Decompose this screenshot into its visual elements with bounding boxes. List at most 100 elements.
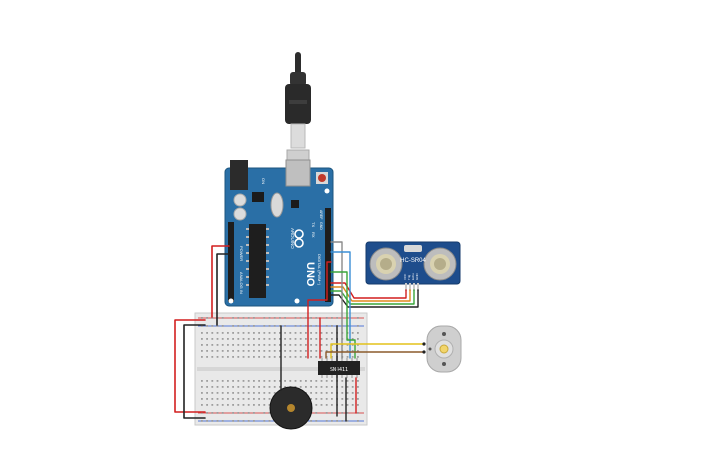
breadboard-hole[interactable] <box>211 325 214 327</box>
breadboard-hole[interactable] <box>242 380 245 382</box>
breadboard-hole[interactable] <box>221 344 224 346</box>
breadboard-hole[interactable] <box>242 356 245 358</box>
breadboard-hole[interactable] <box>331 325 333 327</box>
breadboard-hole[interactable] <box>232 344 234 346</box>
breadboard-hole[interactable] <box>279 380 281 382</box>
breadboard-hole[interactable] <box>341 380 344 382</box>
breadboard-hole[interactable] <box>357 332 359 334</box>
breadboard-hole[interactable] <box>253 412 255 414</box>
breadboard-hole[interactable] <box>273 380 276 382</box>
breadboard-hole[interactable] <box>294 350 297 352</box>
breadboard-hole[interactable] <box>206 332 208 334</box>
breadboard-hole[interactable] <box>289 350 292 352</box>
breadboard-hole[interactable] <box>237 344 240 346</box>
breadboard-hole[interactable] <box>206 338 208 340</box>
breadboard-hole[interactable] <box>325 420 328 422</box>
breadboard-hole[interactable] <box>357 404 359 406</box>
breadboard-hole[interactable] <box>221 356 224 358</box>
breadboard-hole[interactable] <box>320 338 323 340</box>
breadboard-hole[interactable] <box>273 332 276 334</box>
wire-green-driver[interactable] <box>330 271 356 359</box>
breadboard-hole[interactable] <box>232 380 234 382</box>
breadboard-hole[interactable] <box>320 344 323 346</box>
breadboard-hole[interactable] <box>247 380 250 382</box>
breadboard-hole[interactable] <box>351 356 354 358</box>
breadboard-hole[interactable] <box>325 338 328 340</box>
breadboard-hole[interactable] <box>221 350 224 352</box>
breadboard-hole[interactable] <box>247 398 250 400</box>
breadboard-hole[interactable] <box>320 398 323 400</box>
breadboard-hole[interactable] <box>320 380 323 382</box>
breadboard-hole[interactable] <box>299 386 302 388</box>
breadboard-hole[interactable] <box>310 332 312 334</box>
breadboard-hole[interactable] <box>325 332 328 334</box>
breadboard-hole[interactable] <box>221 380 224 382</box>
breadboard-hole[interactable] <box>221 392 224 394</box>
breadboard-hole[interactable] <box>294 380 297 382</box>
breadboard-hole[interactable] <box>227 344 229 346</box>
breadboard-hole[interactable] <box>211 412 214 414</box>
breadboard-hole[interactable] <box>289 380 292 382</box>
breadboard-hole[interactable] <box>351 392 354 394</box>
breadboard-hole[interactable] <box>279 356 281 358</box>
breadboard-hole[interactable] <box>216 404 219 406</box>
breadboard-hole[interactable] <box>201 338 203 340</box>
breadboard-hole[interactable] <box>211 420 214 422</box>
breadboard-hole[interactable] <box>227 356 229 358</box>
breadboard-hole[interactable] <box>357 420 359 422</box>
breadboard-hole[interactable] <box>211 332 214 334</box>
breadboard-hole[interactable] <box>216 398 219 400</box>
ultrasonic-sensor[interactable]: HC-SR04 VCC Trig Echo GND <box>365 241 461 291</box>
breadboard-hole[interactable] <box>237 350 240 352</box>
breadboard-hole[interactable] <box>258 380 260 382</box>
breadboard-hole[interactable] <box>346 412 349 414</box>
breadboard-hole[interactable] <box>315 420 318 422</box>
breadboard-hole[interactable] <box>294 356 297 358</box>
breadboard-hole[interactable] <box>284 356 286 358</box>
breadboard-hole[interactable] <box>279 325 281 327</box>
wire-red-rail-link[interactable] <box>174 319 206 413</box>
breadboard-hole[interactable] <box>216 420 219 422</box>
breadboard-hole[interactable] <box>284 317 286 319</box>
breadboard-hole[interactable] <box>351 332 354 334</box>
breadboard-hole[interactable] <box>247 412 250 414</box>
breadboard-hole[interactable] <box>232 420 234 422</box>
breadboard-hole[interactable] <box>258 338 260 340</box>
breadboard-hole[interactable] <box>263 350 266 352</box>
wire-black-sensor-gnd[interactable] <box>330 289 419 308</box>
breadboard-hole[interactable] <box>247 404 250 406</box>
breadboard-hole[interactable] <box>331 398 333 400</box>
breadboard-hole[interactable] <box>206 325 208 327</box>
breadboard-hole[interactable] <box>227 404 229 406</box>
breadboard-hole[interactable] <box>221 420 224 422</box>
breadboard-hole[interactable] <box>258 332 260 334</box>
breadboard-hole[interactable] <box>221 398 224 400</box>
breadboard-hole[interactable] <box>201 356 203 358</box>
motor-driver-chip[interactable]: SN4411 <box>318 358 360 378</box>
breadboard-hole[interactable] <box>227 380 229 382</box>
breadboard-hole[interactable] <box>357 386 359 388</box>
breadboard-hole[interactable] <box>216 332 219 334</box>
breadboard-hole[interactable] <box>216 386 219 388</box>
breadboard-hole[interactable] <box>284 325 286 327</box>
breadboard-hole[interactable] <box>237 325 240 327</box>
breadboard-hole[interactable] <box>216 380 219 382</box>
breadboard-hole[interactable] <box>201 386 203 388</box>
breadboard-hole[interactable] <box>201 344 203 346</box>
breadboard-hole[interactable] <box>310 392 312 394</box>
breadboard-hole[interactable] <box>263 344 266 346</box>
breadboard-hole[interactable] <box>299 380 302 382</box>
breadboard-hole[interactable] <box>346 420 349 422</box>
breadboard-hole[interactable] <box>237 398 240 400</box>
breadboard-hole[interactable] <box>237 404 240 406</box>
breadboard-hole[interactable] <box>263 412 266 414</box>
breadboard-hole[interactable] <box>279 386 281 388</box>
breadboard-hole[interactable] <box>294 344 297 346</box>
breadboard-hole[interactable] <box>216 356 219 358</box>
breadboard-hole[interactable] <box>273 344 276 346</box>
breadboard-hole[interactable] <box>351 338 354 340</box>
breadboard-hole[interactable] <box>242 398 245 400</box>
breadboard-hole[interactable] <box>253 398 255 400</box>
breadboard-hole[interactable] <box>310 338 312 340</box>
breadboard-hole[interactable] <box>351 386 354 388</box>
